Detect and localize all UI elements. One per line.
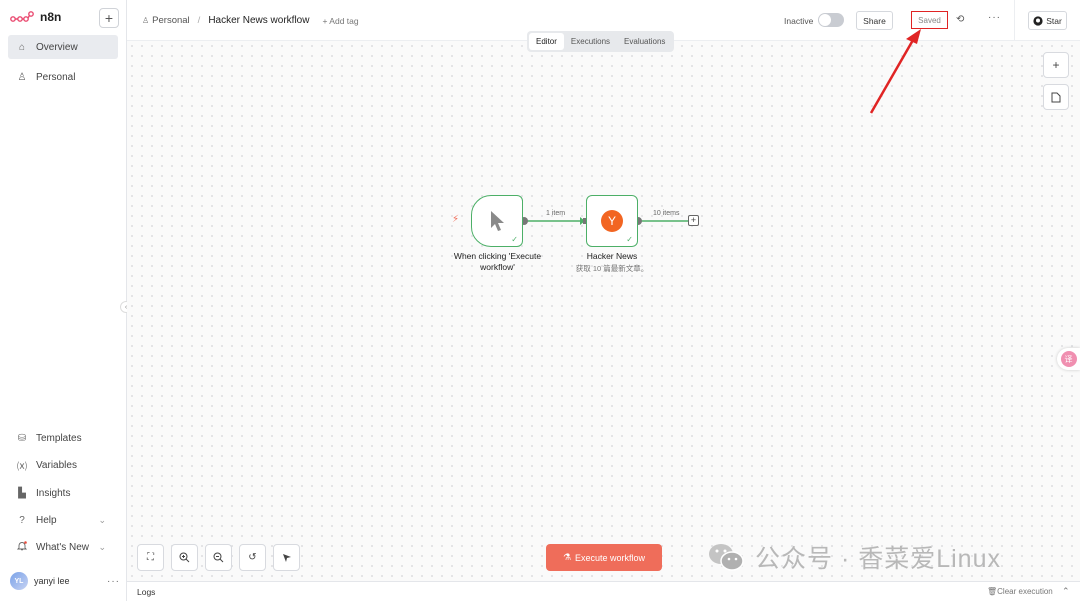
- header-divider: [1014, 0, 1015, 41]
- logs-panel-bar[interactable]: Logs 🗑Clear execution ⌃: [127, 581, 1080, 601]
- watermark-text: 公众号 · 香菜爱Linux: [755, 545, 1001, 573]
- insights-icon: ▙: [18, 487, 26, 499]
- select-tool-button[interactable]: [273, 544, 300, 571]
- user-icon: ♙: [142, 16, 150, 25]
- zoom-in-icon: [179, 552, 190, 563]
- toggle-knob: [819, 14, 831, 26]
- flask-icon: ⚗: [562, 552, 572, 562]
- more-options-icon[interactable]: ···: [988, 12, 1001, 23]
- avatar: YL: [10, 572, 28, 590]
- translate-icon: 译: [1060, 351, 1077, 367]
- sidebar-item-label: Help: [36, 514, 57, 526]
- sidebar-item-label: Overview: [36, 41, 78, 53]
- sidebar-item-overview[interactable]: ⌂ Overview: [8, 35, 118, 59]
- success-check-icon: ✓: [511, 235, 518, 244]
- trigger-node[interactable]: ✓: [471, 195, 523, 247]
- execute-workflow-button[interactable]: ⚗ Execute workflow: [546, 544, 662, 571]
- tab-executions[interactable]: Executions: [570, 37, 611, 46]
- sidebar-item-variables[interactable]: ⒳ Variables: [8, 453, 118, 477]
- project-name: Personal: [152, 15, 190, 26]
- user-icon: ♙: [17, 71, 27, 83]
- sidebar-item-whats-new[interactable]: What's New ⌄: [8, 535, 118, 559]
- logo[interactable]: n8n: [10, 10, 61, 24]
- success-check-icon: ✓: [626, 235, 633, 244]
- reset-zoom-button[interactable]: ↺: [239, 544, 266, 571]
- cursor-icon: [491, 211, 504, 231]
- workflow-name[interactable]: Hacker News workflow: [208, 15, 310, 26]
- chevron-down-icon: ⌄: [98, 541, 106, 552]
- breadcrumb: ♙Personal / Hacker News workflow + Add t…: [142, 15, 359, 26]
- sidebar-item-label: Templates: [36, 432, 82, 444]
- sidebar-item-label: Personal: [36, 71, 76, 83]
- sidebar-item-label: Variables: [36, 459, 77, 471]
- sidebar: n8n + ⌂ Overview ♙ Personal ⛁ Templates …: [0, 0, 127, 601]
- history-icon[interactable]: ⟲: [956, 14, 965, 25]
- sidebar-item-templates[interactable]: ⛁ Templates: [8, 426, 118, 450]
- trigger-bolt-icon: ⚡: [452, 214, 460, 225]
- chevron-down-icon: ⌄: [98, 514, 106, 525]
- variables-icon: ⒳: [17, 461, 27, 473]
- workflow-canvas[interactable]: [127, 41, 1080, 582]
- active-toggle[interactable]: [818, 13, 844, 27]
- logs-label: Logs: [137, 587, 156, 597]
- zoom-out-button[interactable]: [205, 544, 232, 571]
- pointer-icon: [282, 553, 291, 562]
- tab-evaluations[interactable]: Evaluations: [624, 37, 666, 46]
- sidebar-item-label: What's New: [36, 541, 90, 553]
- github-star-button[interactable]: Star: [1028, 11, 1067, 30]
- hacker-news-node-subtitle: 获取 10 篇最新文章。: [575, 264, 649, 273]
- brand-name: n8n: [40, 10, 62, 24]
- github-icon: [1033, 15, 1043, 26]
- sticky-note-button[interactable]: [1043, 84, 1069, 110]
- user-more-icon[interactable]: ···: [107, 575, 120, 587]
- add-next-node-button[interactable]: +: [688, 215, 699, 226]
- zoom-to-fit-button[interactable]: ⛶: [137, 544, 164, 571]
- sidebar-item-insights[interactable]: ▙ Insights: [8, 481, 118, 505]
- edge-label-second: 10 items: [653, 210, 680, 217]
- share-button[interactable]: Share: [856, 11, 893, 30]
- zoom-in-button[interactable]: [171, 544, 198, 571]
- sidebar-item-personal[interactable]: ♙ Personal: [8, 65, 118, 89]
- header: ♙Personal / Hacker News workflow + Add t…: [127, 0, 1080, 41]
- view-tabs: Editor Executions Evaluations: [527, 31, 675, 52]
- tab-editor[interactable]: Editor: [529, 33, 564, 50]
- add-node-button[interactable]: +: [1043, 52, 1069, 78]
- star-label: Star: [1046, 15, 1062, 26]
- add-tag-button[interactable]: + Add tag: [322, 15, 359, 26]
- trigger-node-label: When clicking 'Execute workflow': [453, 251, 542, 272]
- user-menu[interactable]: YL yanyi lee ···: [10, 572, 120, 590]
- hacker-news-icon: Y: [601, 210, 623, 232]
- home-icon: ⌂: [18, 41, 26, 53]
- active-status-label: Inactive: [784, 16, 814, 26]
- chevron-up-icon[interactable]: ⌃: [1062, 586, 1070, 596]
- help-icon: ?: [19, 514, 25, 526]
- clear-execution-label: Clear execution: [997, 587, 1053, 596]
- hacker-news-node-label: Hacker News: [586, 251, 638, 261]
- execute-label: Execute workflow: [575, 552, 646, 563]
- breadcrumb-project[interactable]: ♙Personal: [142, 15, 190, 26]
- templates-icon: ⛁: [17, 432, 27, 444]
- breadcrumb-separator: /: [197, 15, 201, 26]
- user-name: yanyi lee: [34, 576, 70, 586]
- sidebar-item-label: Insights: [36, 487, 71, 499]
- zoom-out-icon: [213, 552, 224, 563]
- hacker-news-node[interactable]: Y ✓: [586, 195, 638, 247]
- translate-extension-button[interactable]: 译: [1057, 348, 1080, 370]
- edge-label-first: 1 item: [546, 210, 566, 217]
- trash-icon: 🗑: [987, 587, 998, 596]
- clear-execution-button[interactable]: 🗑Clear execution: [987, 587, 1053, 596]
- saved-status: Saved: [911, 11, 948, 29]
- create-button[interactable]: +: [99, 8, 119, 28]
- note-icon: [1051, 92, 1061, 102]
- bell-icon: [16, 540, 28, 554]
- wechat-icon: [709, 544, 744, 571]
- sidebar-item-help[interactable]: ? Help ⌄: [8, 508, 118, 532]
- watermark: 公众号 · 香菜爱Linux: [707, 539, 1001, 575]
- n8n-logo-icon: [10, 11, 34, 22]
